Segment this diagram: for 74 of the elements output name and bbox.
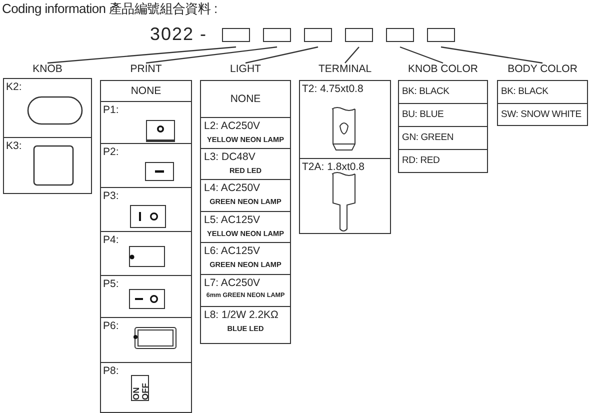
cell-label: L4: AC250V	[204, 183, 260, 194]
code-slot	[304, 28, 332, 42]
table-cell	[200, 148, 291, 180]
cell-label: RD: RED	[402, 156, 440, 166]
code-slot	[345, 28, 373, 42]
cell-label: L6: AC125V	[204, 246, 260, 256]
cell-label: BK: BLACK	[501, 87, 548, 96]
cell-label: L3: DC48V	[204, 152, 256, 162]
switch-marking: OFF	[140, 382, 149, 400]
table-cell	[100, 275, 192, 318]
table-cell	[200, 306, 291, 344]
cell-label: L5: AC125V	[204, 215, 260, 226]
table-cell	[3, 137, 92, 194]
cell-label: L7: AC250V	[204, 278, 260, 288]
column-heading: TERMINAL	[317, 64, 373, 74]
cell-label: P5:	[103, 279, 119, 290]
title: Coding information 產品編號組合資料 :	[2, 2, 218, 15]
cell-label: K3:	[6, 141, 22, 152]
table-cell	[100, 80, 192, 102]
cell-label: T2: 4.75xt0.8	[302, 84, 364, 94]
table-cell	[497, 103, 588, 126]
leader-line	[47, 46, 236, 64]
table-cell	[200, 242, 291, 275]
table-cell	[200, 211, 291, 243]
cell-label: P1:	[103, 105, 119, 116]
code-slot	[222, 28, 250, 42]
cell-label: NONE	[130, 86, 162, 96]
table-cell	[100, 317, 192, 363]
leader-line	[245, 46, 318, 64]
cell-label: L8: 1/2W 2.2KΩ	[204, 310, 278, 320]
table-cell	[398, 149, 488, 173]
leader-line	[146, 46, 278, 64]
table-cell	[398, 126, 488, 150]
cell-label: P3:	[103, 191, 119, 202]
column-heading: PRINT	[129, 64, 163, 74]
table-cell	[200, 274, 291, 307]
column-heading: LIGHT	[229, 64, 262, 74]
table-cell	[3, 78, 92, 138]
table-cell	[100, 101, 192, 144]
cell-label: SW: SNOW WHITE	[501, 110, 582, 120]
table-cell	[200, 117, 291, 149]
cell-label: P6:	[103, 321, 119, 332]
table-cell	[100, 143, 192, 188]
code-slot	[386, 28, 414, 42]
cell-label: GN: GREEN	[402, 133, 454, 142]
column-heading: BODY COLOR	[506, 64, 578, 74]
column-heading: KNOB COLOR	[406, 64, 479, 74]
table-cell	[398, 80, 488, 104]
cell-label: NONE	[229, 94, 262, 104]
table-cell	[200, 80, 291, 118]
cell-label: P8:	[103, 366, 119, 376]
code-prefix: 3022 -	[150, 25, 208, 43]
table-cell	[100, 362, 192, 413]
code-slot	[427, 28, 455, 42]
cell-label: K2:	[6, 82, 22, 92]
cell-label: BU: BLUE	[402, 110, 444, 120]
cell-label: P4:	[103, 235, 119, 246]
table-cell	[299, 158, 391, 234]
leader-line	[400, 46, 444, 64]
cell-label: BK: BLACK	[402, 87, 450, 96]
table-cell	[398, 103, 488, 127]
column-heading: KNOB	[32, 64, 64, 74]
switch-marking: ON	[132, 386, 140, 400]
code-slot	[263, 28, 291, 42]
table-cell	[100, 187, 192, 232]
leader-line	[440, 46, 543, 64]
table-cell	[299, 80, 391, 159]
cell-label: L2: AC250V	[204, 121, 260, 132]
table-cell	[200, 179, 291, 212]
table-cell	[100, 231, 192, 276]
cell-label: P2:	[103, 147, 119, 158]
cell-label: T2A: 1.8xt0.8	[302, 162, 364, 172]
leader-line	[344, 46, 360, 64]
table-cell	[497, 80, 588, 104]
